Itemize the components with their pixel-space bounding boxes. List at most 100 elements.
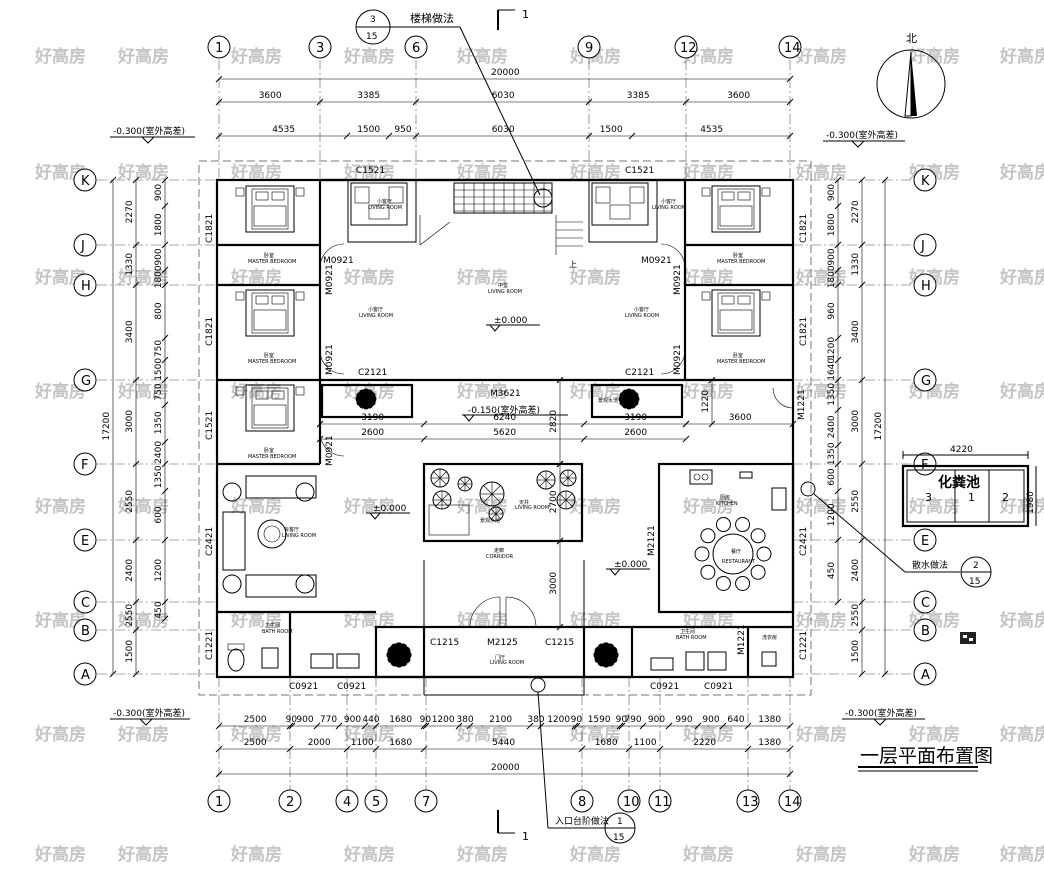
dim-value: 2600 (624, 428, 647, 438)
dim-value: 2500 (244, 715, 267, 725)
axis-bubble-label: 9 (585, 41, 593, 56)
sink (771, 487, 787, 511)
bed-nw (235, 185, 305, 233)
watermark-text: 好高房 (34, 381, 86, 402)
axis-bubble-circle (73, 590, 97, 614)
axis-bubble-label: A (81, 668, 90, 683)
dim-tick (132, 376, 140, 384)
dim-tick (215, 98, 223, 106)
dim-value: 3400 (125, 320, 135, 343)
window-c0921-2: C0921 (337, 682, 366, 692)
axis-left-C: C (73, 590, 97, 614)
dim-tick (834, 266, 842, 274)
dim-tick (556, 537, 564, 545)
watermark-text: 好高房 (343, 844, 395, 865)
entry-tree-west (386, 642, 412, 668)
dim-tick (132, 176, 140, 184)
watermark-text: 好高房 (999, 724, 1044, 745)
entrance-callout: 1 15 入口台阶做法 (530, 677, 636, 844)
entrance-callout-num: 1 (617, 817, 623, 827)
elevation-main: ±0.000 (494, 316, 528, 326)
bed-frame (245, 384, 295, 432)
room-skywell-cn: 天井 (519, 499, 529, 506)
room-entry-cn: 门厅 (495, 654, 505, 661)
axis-bubble-circle (278, 789, 302, 813)
dining-chair (750, 528, 766, 544)
watermark-text: 好高房 (999, 610, 1044, 631)
dim-value: 3190 (624, 413, 647, 423)
outdoor-level-nw: -0.300(室外高差) (113, 125, 185, 137)
axis-right-H: H (913, 273, 937, 297)
interior-walls (217, 178, 795, 696)
shrub-line (464, 478, 471, 485)
window-c1821-w: C1821 (205, 317, 215, 346)
dim-tick (682, 435, 690, 443)
dim-tick (215, 75, 223, 83)
entrance-callout-text: 入口台阶做法 (555, 815, 609, 827)
stove (689, 469, 713, 485)
dim-value: 17200 (874, 412, 884, 441)
shrub-line (562, 477, 569, 484)
axis-bubble-circle (207, 789, 231, 813)
sofa-set (350, 182, 408, 226)
dim-tick (132, 241, 140, 249)
dim-value: 450 (154, 601, 164, 618)
laundry-tub (707, 651, 727, 671)
shrub-line (433, 471, 441, 479)
dim-tick (881, 670, 889, 678)
dim-tick (616, 722, 624, 730)
door-m0921-w2: M0921 (325, 344, 335, 375)
watermark-text: 好高房 (682, 610, 734, 631)
door-m1221-e: M1221 (797, 389, 807, 420)
dim-value: 2600 (361, 428, 384, 438)
sofa-top (245, 475, 317, 499)
room-bath-1-cn: 卫生间 (265, 622, 280, 629)
dim-tick (132, 670, 140, 678)
dim-right-total: 17200 (874, 176, 889, 678)
axis-bubble-circle (913, 168, 937, 192)
watermark-text: 好高房 (682, 496, 734, 517)
dim-tick (834, 334, 842, 342)
room-main-hall-en: LIVING ROOM (488, 289, 522, 295)
dim-value: 2100 (489, 715, 512, 725)
dim-tick (161, 334, 169, 342)
door-m0921-e1: M0921 (673, 264, 683, 295)
window-c1215-west: C1215 (430, 638, 459, 648)
room-master-bed-3-cn: 卧室 (264, 447, 274, 454)
axis-bubble-circle (913, 233, 937, 257)
pillow (255, 390, 269, 400)
dim-tick (556, 623, 564, 631)
axis-bubble-label: J (80, 239, 85, 254)
dim-value: 3400 (851, 320, 861, 343)
shrub-line (495, 513, 502, 520)
axis-right-J: J (913, 233, 937, 257)
room-entry-en: LIVING ROOM (490, 660, 524, 666)
room-corridor-en: CORRIDOR (486, 554, 514, 560)
shrub-line (490, 513, 497, 520)
watermark-text: 好高房 (999, 46, 1044, 67)
dim-value: 6030 (492, 91, 515, 101)
dim-value: 1200 (154, 559, 164, 582)
dining-chair (700, 564, 716, 580)
axis-bottom-11: 11 (648, 789, 672, 813)
dim-tick (834, 406, 842, 414)
dim-tick (161, 356, 169, 364)
watermark-text: 好高房 (795, 381, 847, 402)
axis-bubble-circle (617, 789, 641, 813)
burner (701, 473, 709, 481)
dim-inner-v4: 1220 (701, 376, 716, 428)
window-c1821-nw: C1821 (205, 214, 215, 243)
entrance-callout-sheet: 15 (613, 833, 624, 843)
axis-bubble-label: 2 (286, 795, 294, 810)
door-m0921-e2: M0921 (673, 344, 683, 375)
pillow (737, 191, 751, 201)
axis-bubble-label: 8 (578, 795, 586, 810)
axis-bubble-label: 6 (412, 41, 420, 56)
dim-tick (161, 241, 169, 249)
window-c1521-west: C1521 (356, 166, 385, 176)
room-master-bed-5-cn: 卧室 (733, 352, 743, 359)
nightstand (761, 291, 771, 301)
room-laundry-cn: 洗衣房 (762, 634, 777, 641)
